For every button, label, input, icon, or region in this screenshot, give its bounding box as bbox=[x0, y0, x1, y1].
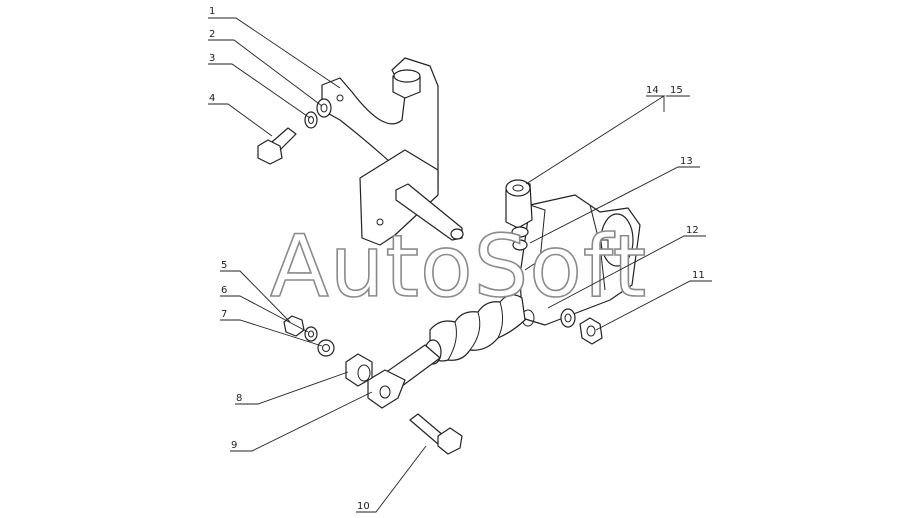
bolt-10 bbox=[409, 413, 463, 455]
callout-13: 13 bbox=[680, 156, 693, 167]
watermark-text: AutoSoft bbox=[270, 217, 647, 317]
callout-6: 6 bbox=[221, 285, 227, 296]
callout-10: 10 bbox=[357, 501, 370, 512]
cylinder-body bbox=[519, 194, 641, 327]
callout-3: 3 bbox=[209, 53, 215, 64]
rubber-boot bbox=[429, 294, 526, 362]
bracket bbox=[321, 57, 464, 246]
fitting-14-15 bbox=[505, 179, 533, 251]
washer-2-3 bbox=[304, 98, 332, 129]
callout-2: 2 bbox=[209, 29, 215, 40]
callout-9: 9 bbox=[231, 440, 237, 451]
leader-lines bbox=[208, 17, 712, 513]
callout-4: 4 bbox=[209, 93, 215, 104]
callout-14: 14 bbox=[646, 85, 659, 96]
callout-8: 8 bbox=[236, 393, 242, 404]
callout-11: 11 bbox=[692, 270, 705, 281]
callout-1: 1 bbox=[209, 6, 215, 17]
callout-12: 12 bbox=[686, 225, 699, 236]
push-rod bbox=[367, 339, 442, 409]
bolt-4 bbox=[257, 127, 297, 165]
callout-15: 15 bbox=[670, 85, 683, 96]
nut-11 bbox=[560, 308, 603, 345]
callout-7: 7 bbox=[221, 309, 227, 320]
callout-labels: 1 2 3 4 5 6 7 8 9 10 11 12 13 14 15 bbox=[209, 6, 705, 512]
callout-5: 5 bbox=[221, 260, 227, 271]
